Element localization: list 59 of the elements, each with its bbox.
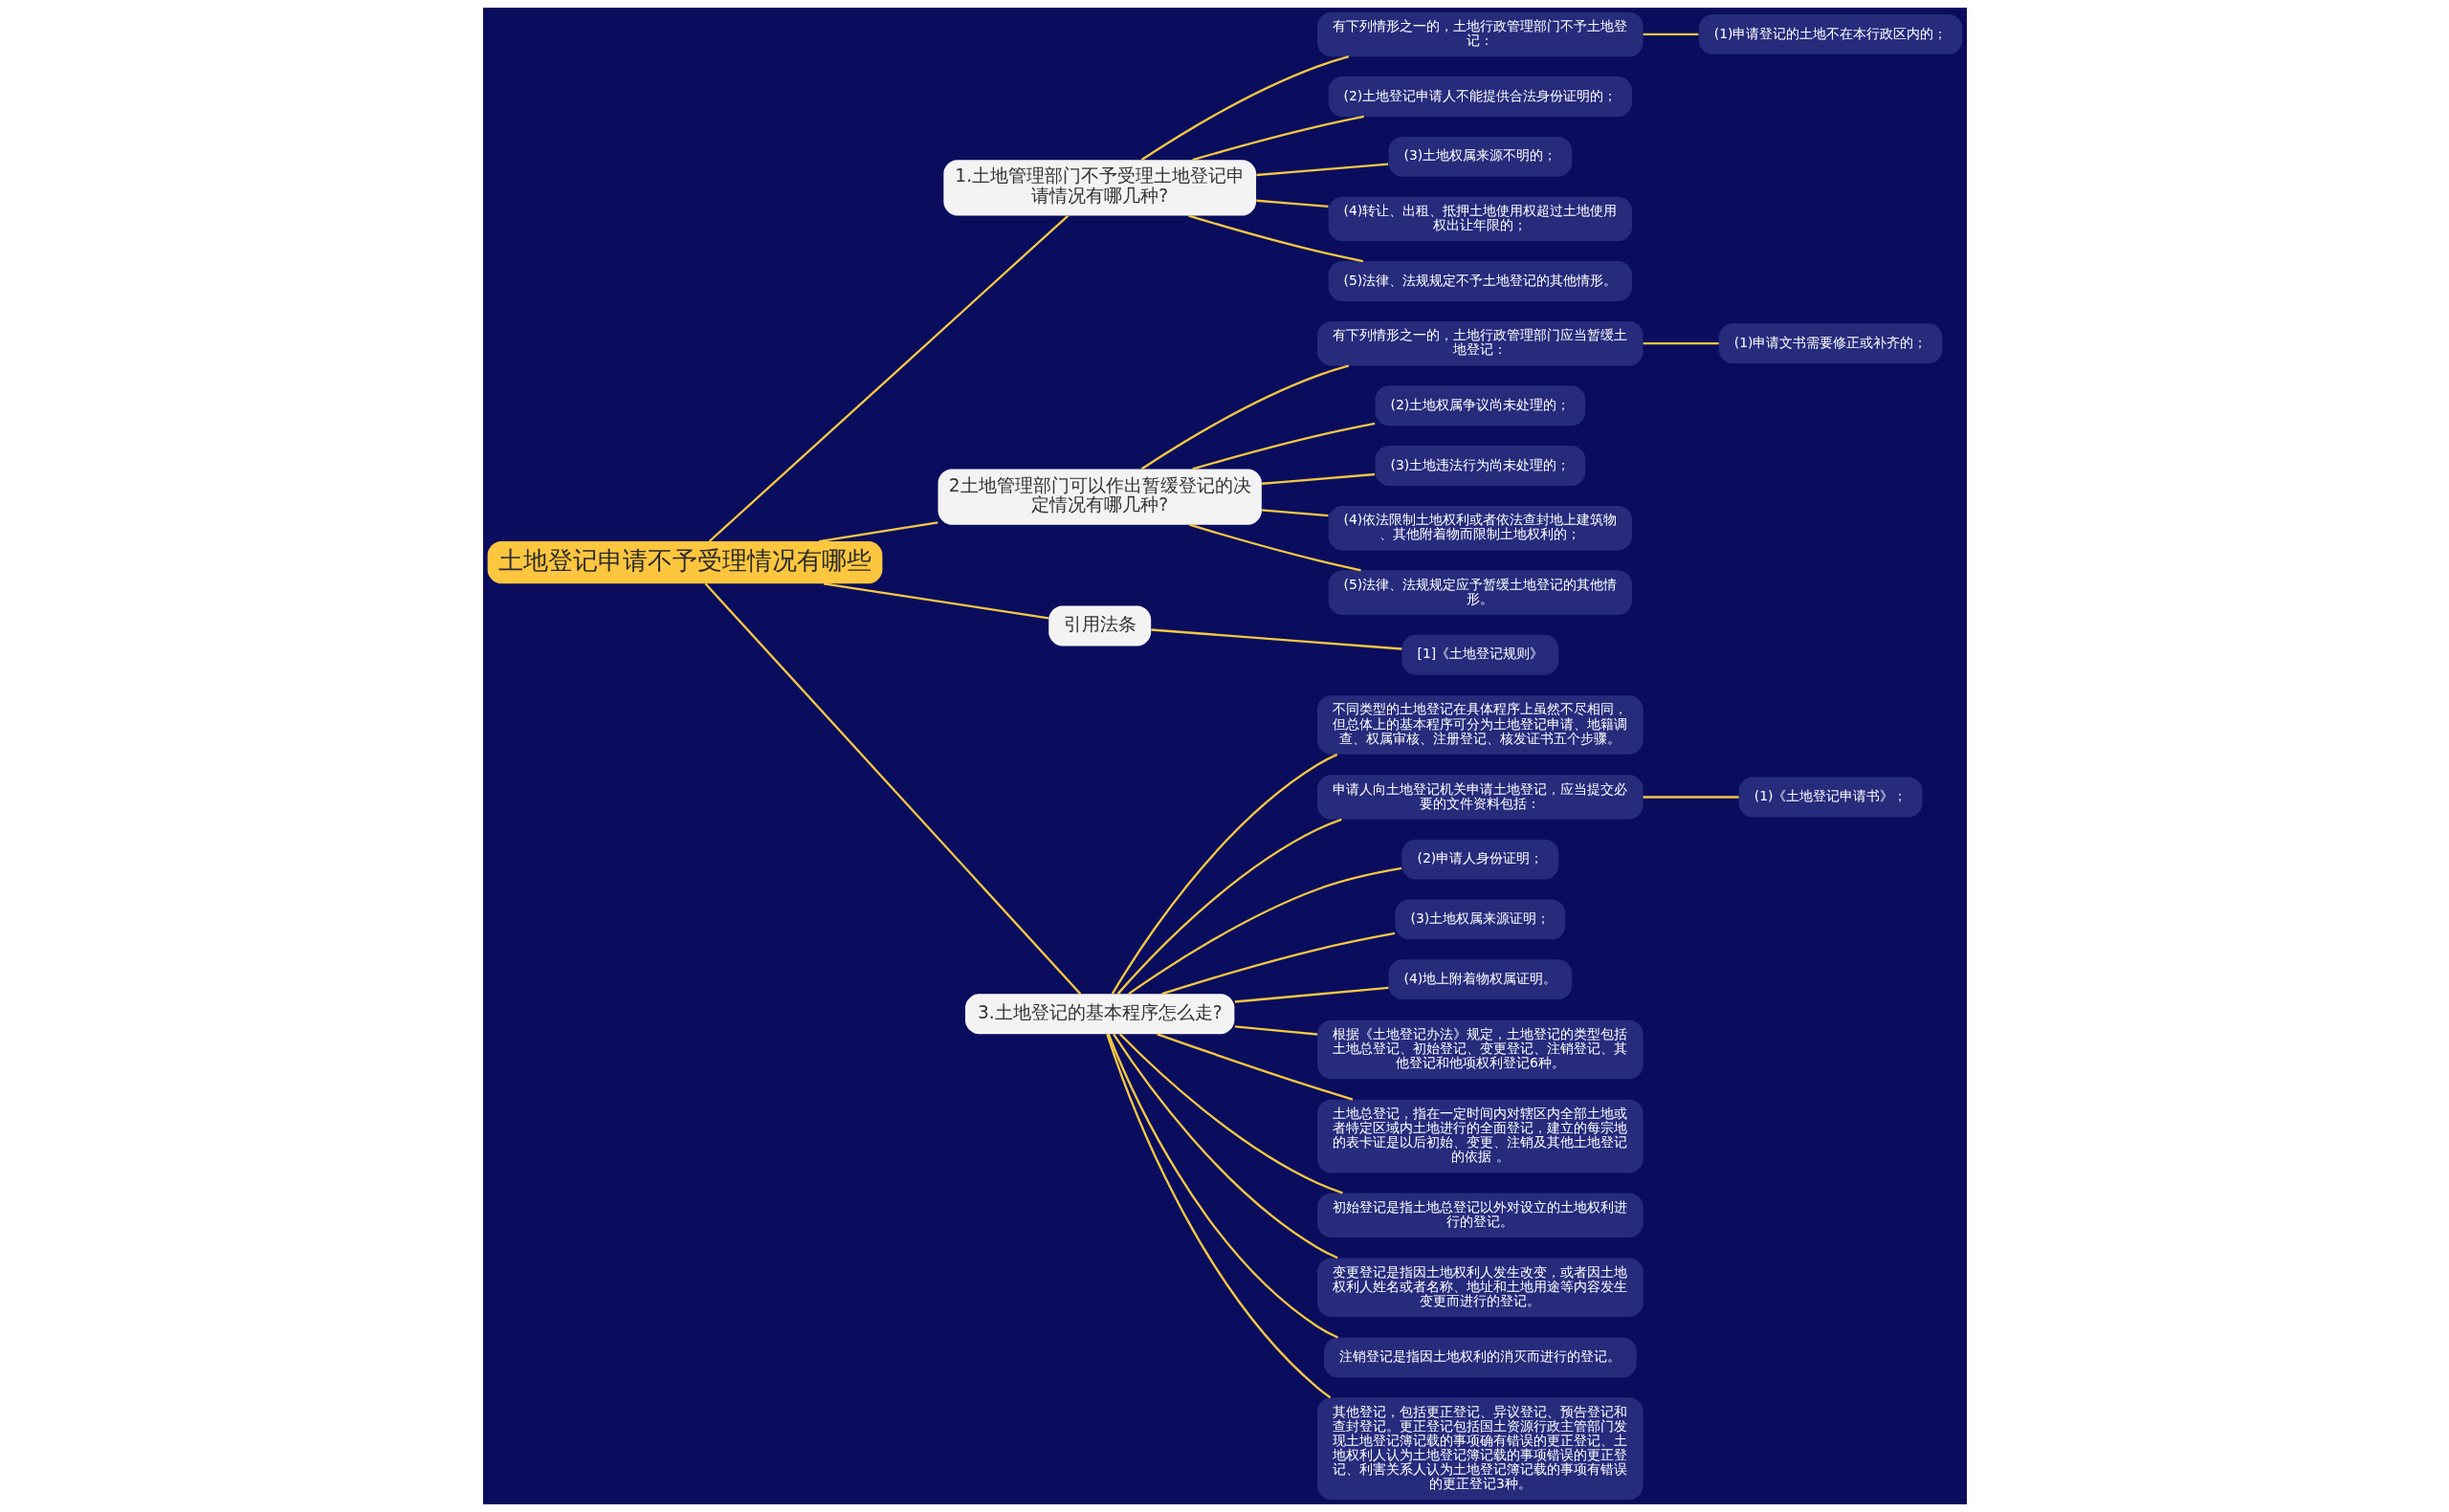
connector	[1261, 472, 1375, 485]
connector	[1118, 1033, 1343, 1194]
node-box: 初始登记是指土地总登记以外对设立的土地权利进行的登记。	[1316, 1193, 1644, 1238]
node-box: 根据《土地登记办法》规定，土地登记的类型包括土地总登记、初始登记、变更登记、注销登记、其他登记和他项权利登记6种。	[1316, 1019, 1644, 1080]
connector	[1111, 753, 1337, 995]
connector	[1140, 55, 1349, 162]
connector	[1191, 422, 1375, 471]
connector	[1116, 818, 1342, 995]
node-box: 变更登记是指因土地权利人发生改变，或者因土地权利人姓名或者名称、地址和土地用途等内容发生变更而进行的登记。	[1316, 1258, 1644, 1318]
connector	[1643, 33, 1698, 36]
node-box: (2)土地权属争议尚未处理的；	[1374, 385, 1585, 427]
connector	[1643, 342, 1719, 345]
node-box: (4)依法限制土地权利或者依法查封地上建筑物、其他附着物而限制土地权利的；	[1328, 505, 1632, 551]
node-box: [1]《土地登记规则》	[1401, 634, 1558, 675]
connector	[1107, 1033, 1338, 1339]
connector	[823, 582, 1048, 620]
node-box: 土地登记申请不予受理情况有哪些	[487, 541, 882, 584]
connector	[818, 521, 938, 543]
node-box: 土地总登记，指在一定时间内对辖区内全部土地或者特定区域内土地进行的全面登记，建立的每宗地的表卡证是以后初始、变更、注销及其他土地登记的依据 。	[1316, 1099, 1644, 1173]
connector	[704, 582, 1081, 995]
node-box: 不同类型的土地登记在具体程序上虽然不尽相同，但总体上的基本程序可分为土地登记申请、地籍调查、权属审核、注册登记、核发证书五个步骤。	[1316, 695, 1644, 755]
connector	[1643, 796, 1739, 799]
node-box: (3)土地违法行为尚未处理的；	[1374, 446, 1585, 486]
connector	[1261, 509, 1329, 517]
connector	[1156, 1033, 1353, 1101]
connector	[1234, 986, 1388, 1003]
connector	[1234, 1025, 1317, 1036]
node-box: 有下列情形之一的，土地行政管理部门不予土地登记：	[1316, 11, 1644, 57]
node-box: (3)土地权属来源证明；	[1394, 899, 1565, 940]
connector	[1191, 115, 1364, 162]
node-box: 3.土地登记的基本程序怎么走?	[964, 994, 1234, 1035]
node-box: (2)土地登记申请人不能提供合法身份证明的；	[1328, 77, 1632, 117]
node-box: (3)土地权属来源不明的；	[1387, 136, 1572, 177]
connector	[708, 214, 1069, 542]
connector	[1127, 866, 1401, 996]
connector	[1255, 163, 1388, 177]
node-box: (4)转让、出租、抵押土地使用权超过土地使用权出让年限的；	[1328, 196, 1632, 242]
node-box: 其他登记，包括更正登记、异议登记、预告登记和查封登记。更正登记包括国土资源行政主管部门发现土地登记簿记载的事项确有错误的更正登记、土地权利人认为土地登记簿记载的事项错误的更正登记、利害关系人认为土地登记簿记载的事项有错误的更正登记3种。	[1316, 1397, 1644, 1501]
connector	[1187, 214, 1363, 263]
node-box: 有下列情形之一的，土地行政管理部门应当暂缓土地登记：	[1316, 320, 1644, 366]
connector	[1188, 523, 1361, 572]
node-box: (2)申请人身份证明；	[1401, 839, 1558, 880]
node-box: (1)《土地登记申请书》；	[1738, 777, 1922, 818]
connector	[1255, 199, 1329, 208]
node-box: 2土地管理部门可以作出暂缓登记的决定情况有哪几种?	[938, 469, 1262, 525]
node-box: 引用法条	[1048, 605, 1151, 646]
node-box: 申请人向土地登记机关申请土地登记，应当提交必要的文件资料包括：	[1316, 775, 1644, 820]
node-box: (5)法律、法规规定不予土地登记的其他情形。	[1328, 261, 1632, 301]
node-box: 1.土地管理部门不予受理土地登记申请情况有哪几种?	[942, 160, 1256, 216]
connector	[1150, 628, 1401, 650]
node-box: (1)申请文书需要修正或补齐的；	[1718, 323, 1942, 364]
connector	[1160, 931, 1395, 996]
node-box: 注销登记是指因土地权利的消灭而进行的登记。	[1323, 1337, 1637, 1378]
node-box: (4)地上附着物权属证明。	[1387, 959, 1572, 1000]
node-box: (1)申请登记的土地不在本行政区内的；	[1698, 14, 1962, 55]
connector	[1140, 364, 1349, 471]
connector	[1112, 1033, 1338, 1260]
connector	[1105, 1034, 1331, 1399]
node-box: (5)法律、法规规定应予暂缓土地登记的其他情形。	[1328, 570, 1632, 615]
